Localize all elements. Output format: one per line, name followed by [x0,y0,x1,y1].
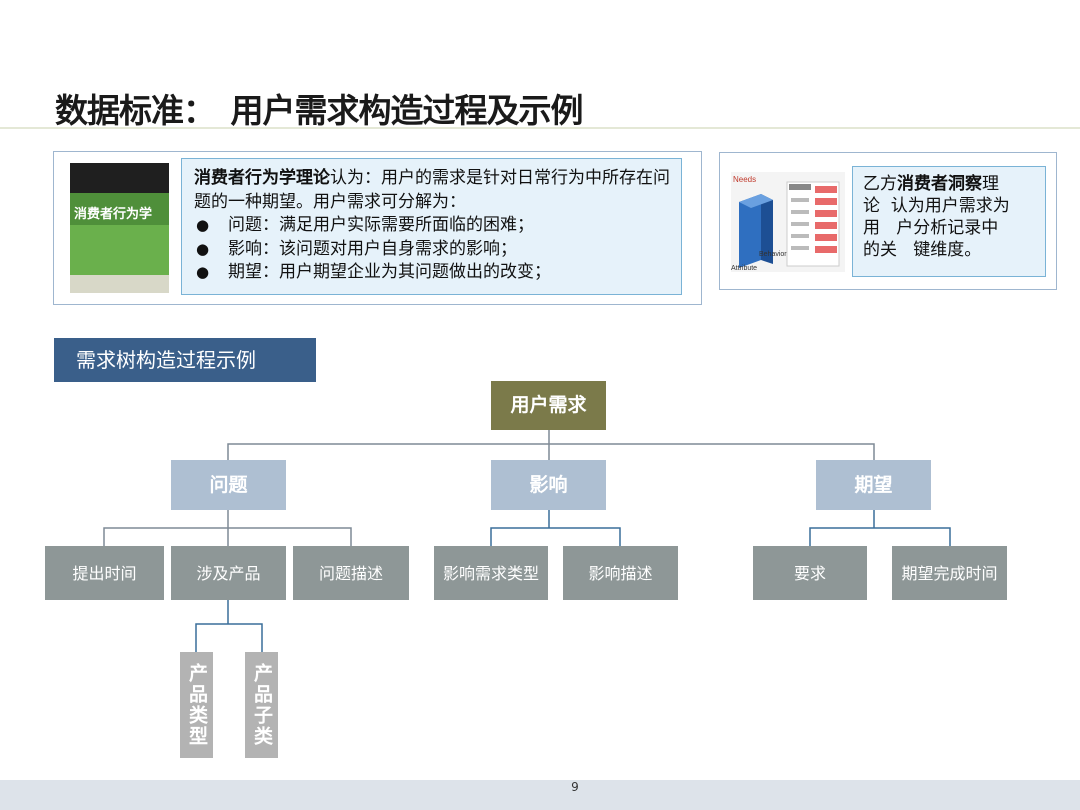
bullet-item: 问题：满足用户实际需要所面临的困难； [194,214,671,238]
book-cover-title: 消费者行为学 [74,207,153,222]
section-label: 需求树构造过程示例 [54,338,316,382]
tree-subleaf-node: 产品类型 [180,652,213,758]
tree-node-problem: 问题 [171,460,286,510]
tree-subleaf-node: 产品子类 [245,652,278,758]
tree-leaf-node: 期望完成时间 [892,546,1007,600]
bullet-item: 影响：该问题对用户自身需求的影响； [194,238,671,262]
consumer-insight-diagram-image: Needs Behavior Attribute [731,172,845,272]
book-cover-image: 消费者行为学 [70,163,169,293]
tree-leaf-node: 要求 [753,546,867,600]
thumb-label-attribute: Attribute [731,265,757,272]
title-divider [0,127,1080,129]
theory-name: 消费者行为学理论 [194,168,330,188]
tree-node-expectation: 期望 [816,460,931,510]
insight-prefix: 乙方 [863,174,897,194]
insight-text-2: 论 认为用户需求为 用 户分析记录中 的关 键维度。 [863,196,1010,260]
insight-theory-name: 消费者洞察 [897,174,982,194]
tree-root-node: 用户需求 [491,381,606,430]
tree-leaf-node: 影响需求类型 [434,546,548,600]
insight-description-box: 乙方消费者洞察理论 认为用户需求为 用 户分析记录中 的关 键维度。 [852,166,1046,277]
page-title: 数据标准： 用户需求构造过程及示例 [55,91,583,130]
insight-text-1: 理 [982,174,999,194]
theory-bullet-list: 问题：满足用户实际需要所面临的困难； 影响：该问题对用户自身需求的影响； 期望：… [194,214,671,285]
tree-node-impact: 影响 [491,460,606,510]
page-number: 9 [571,780,579,794]
tree-leaf-node: 提出时间 [45,546,164,600]
theory-description-box: 消费者行为学理论认为：用户的需求是针对日常行为中所存在问题的一种期望。用户需求可… [181,158,682,295]
theory-text: 认为：用户的需求是针对日常行为中所存在问题的一种期望。用户需求可分解为： [194,168,670,212]
thumb-label-behavior: Behavior [759,251,787,258]
tree-leaf-node: 影响描述 [563,546,678,600]
bullet-item: 期望：用户期望企业为其问题做出的改变； [194,261,671,285]
tree-leaf-node: 问题描述 [293,546,409,600]
thumb-label-needs: Needs [733,175,756,184]
tree-leaf-node: 涉及产品 [171,546,286,600]
footer-bar [0,780,1080,810]
